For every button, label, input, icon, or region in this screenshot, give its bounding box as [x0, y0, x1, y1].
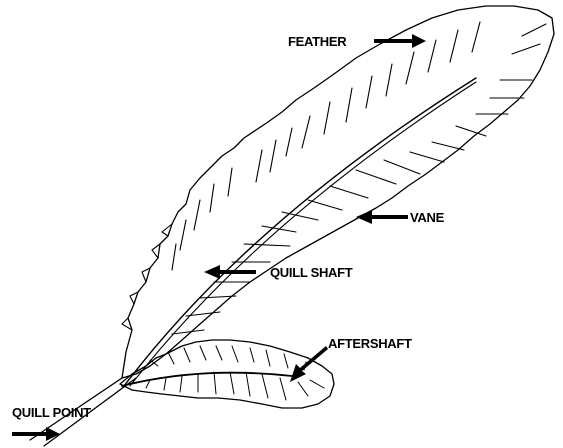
feather-vane-outline — [122, 6, 554, 378]
aftershaft-arrow-icon — [290, 346, 328, 382]
aftershaft-label: AFTERSHAFT — [328, 336, 412, 351]
feather-label: FEATHER — [288, 34, 347, 49]
quill-shaft-line — [124, 78, 476, 386]
quill-point-label: QUILL POINT — [12, 405, 91, 420]
vane-arrow-icon — [356, 210, 408, 224]
arrows — [12, 34, 426, 441]
quill-shaft-label: QUILL SHAFT — [270, 265, 353, 280]
feather-arrow-icon — [374, 34, 426, 48]
vane-label: VANE — [410, 210, 445, 225]
vane-barbs-lower — [172, 24, 546, 334]
vane-barbs-upper — [172, 22, 480, 270]
